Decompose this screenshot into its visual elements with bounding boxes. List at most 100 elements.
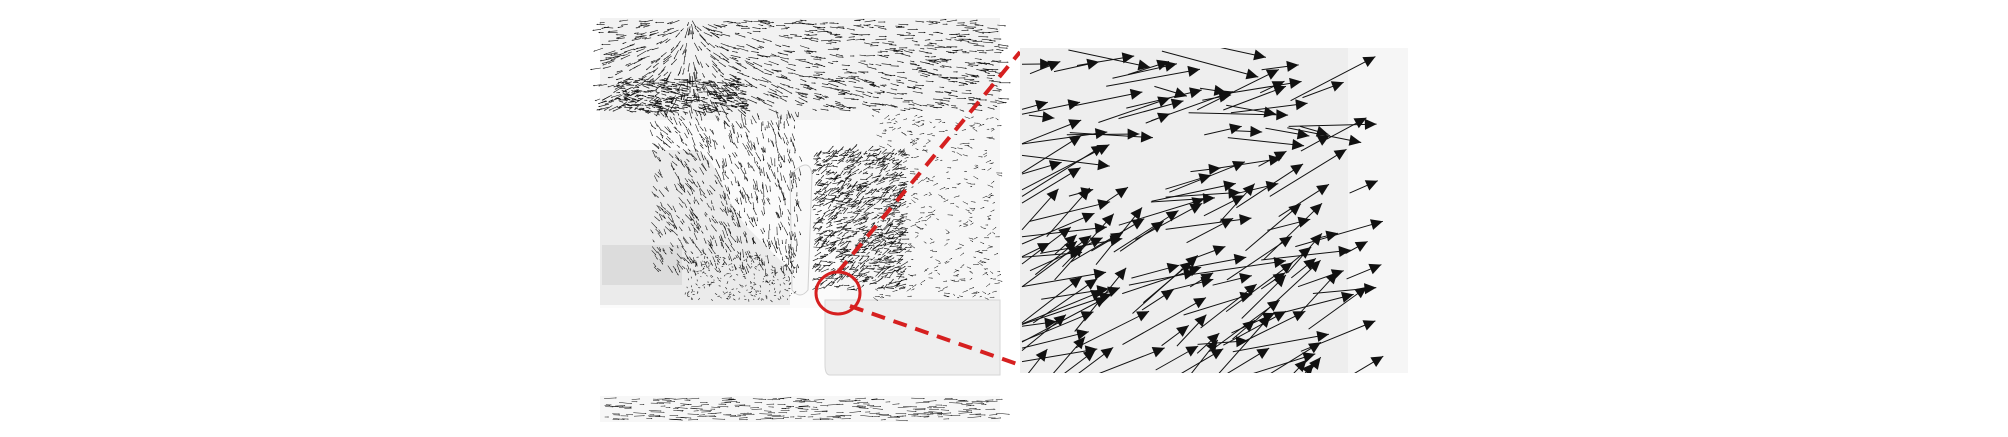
flow-arrow-head — [663, 60, 665, 63]
flow-arrow-head — [742, 256, 744, 258]
flow-arrow-head — [1009, 82, 1011, 84]
flow-arrow-head — [768, 168, 771, 170]
flow-arrow-shaft — [786, 67, 796, 72]
flow-arrow-head — [698, 111, 701, 113]
flow-arrow-head — [868, 105, 871, 107]
flow-arrow-head — [745, 193, 747, 196]
flow-arrow-shaft — [987, 31, 999, 33]
flow-arrow-head — [780, 52, 782, 54]
flow-arrow-head — [722, 75, 724, 78]
flow-arrow-head — [878, 111, 880, 113]
flow-arrow-head — [762, 268, 764, 271]
flow-arrow-head — [962, 110, 965, 112]
flow-arrow-head — [712, 132, 714, 134]
flow-arrow-head — [678, 152, 680, 154]
flow-arrow-head — [716, 270, 718, 272]
flow-arrow-head — [972, 99, 974, 101]
flow-arrow-head — [714, 85, 716, 87]
flow-arrow-head — [740, 216, 742, 219]
flow-arrow-head — [756, 162, 758, 165]
flow-arrow-shaft — [633, 58, 643, 64]
flow-arrow-head — [911, 51, 913, 54]
flow-arrow-head — [774, 134, 776, 136]
flow-arrow-head — [970, 92, 972, 95]
flow-arrow-head — [906, 24, 909, 26]
flow-arrow-head — [619, 53, 621, 55]
flow-arrow-head — [636, 95, 639, 98]
flow-arrow-head — [659, 236, 661, 238]
flow-arrow-shaft — [975, 30, 985, 34]
flow-arrow-head — [895, 89, 898, 91]
flow-arrow-shaft — [916, 67, 927, 71]
flow-arrow-head — [715, 90, 717, 92]
flow-arrow-head — [679, 100, 681, 102]
flow-arrow-head — [1005, 102, 1007, 104]
flow-arrow-head — [981, 40, 983, 42]
flow-arrow-head — [698, 97, 701, 99]
flow-arrow-head — [956, 77, 958, 79]
flow-arrow-shaft — [946, 19, 958, 23]
flow-arrow-head — [815, 109, 817, 111]
flow-arrow-head — [697, 99, 699, 101]
flow-arrow-head — [877, 96, 879, 99]
flow-arrow-head — [605, 58, 608, 60]
flow-arrow-head — [804, 80, 807, 82]
flow-arrow-head — [745, 106, 748, 108]
flow-arrow-head — [794, 22, 797, 24]
flow-arrow-head — [883, 25, 885, 28]
flow-arrow-head — [678, 146, 680, 148]
flow-arrow-head — [836, 55, 838, 57]
flow-arrow-head — [624, 105, 626, 107]
flow-arrow-shaft — [837, 76, 848, 79]
flow-arrow-shaft — [688, 26, 691, 35]
flow-arrow-head — [689, 106, 691, 108]
flow-arrow-head — [765, 20, 768, 22]
flow-arrow-head — [602, 99, 604, 101]
flow-arrow-head — [740, 136, 742, 138]
flow-arrow-head — [655, 90, 658, 92]
flow-arrow-shaft — [704, 85, 712, 95]
flow-arrow-head — [629, 108, 631, 110]
flow-arrow-head — [711, 111, 713, 114]
flow-arrow-shaft — [649, 32, 659, 37]
flow-arrow-head — [633, 62, 636, 64]
flow-arrow-head — [694, 100, 696, 102]
flow-arrow-head — [996, 85, 998, 87]
flow-arrow-head — [730, 98, 733, 100]
flow-arrow-head — [802, 95, 804, 97]
flow-arrow-head — [627, 94, 629, 96]
flow-arrow-shaft — [756, 180, 758, 190]
flow-arrow-head — [1003, 101, 1005, 103]
flow-arrow-head — [809, 88, 811, 90]
flow-arrow-head — [809, 52, 811, 54]
flow-arrow-head — [635, 84, 637, 86]
flow-arrow-shaft — [689, 75, 692, 85]
flow-arrow-head — [693, 83, 695, 85]
flow-arrow-head — [689, 150, 691, 152]
flow-arrow-head — [955, 46, 958, 48]
flow-arrow-shaft — [700, 163, 707, 172]
flow-arrow-head — [723, 178, 725, 181]
flow-arrow-head — [913, 104, 915, 106]
flow-arrow-head — [808, 33, 810, 36]
flow-arrow-head — [678, 87, 680, 90]
flow-arrow-head — [1004, 25, 1006, 27]
flow-arrow-head — [772, 25, 775, 28]
flow-arrow-head — [694, 25, 696, 28]
flow-arrow-shaft — [828, 82, 839, 88]
flow-arrow-head — [666, 80, 668, 82]
flow-arrow-head — [762, 214, 764, 216]
flow-arrow-head — [739, 99, 742, 101]
flow-arrow-head — [680, 140, 682, 142]
flow-arrow-head — [625, 64, 628, 66]
flow-arrow-head — [649, 72, 651, 74]
flow-arrow-head — [661, 176, 663, 178]
flow-arrow-head — [712, 93, 715, 95]
flow-arrow-head — [916, 68, 918, 71]
flow-arrow-head — [681, 193, 683, 195]
flow-arrow-head — [770, 105, 773, 107]
flow-arrow-shaft — [662, 32, 671, 37]
flow-arrow-head — [739, 22, 741, 24]
flow-arrow-head — [956, 107, 958, 109]
flow-arrow-head — [617, 37, 619, 40]
